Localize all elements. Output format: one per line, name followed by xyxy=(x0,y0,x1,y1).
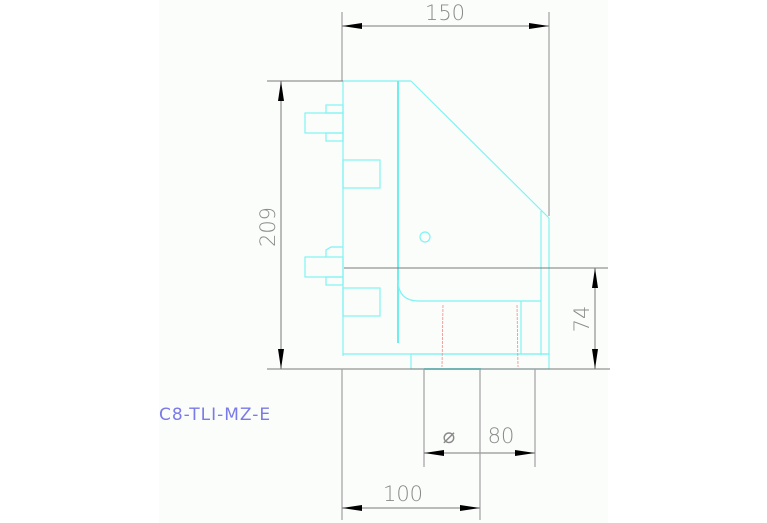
dim-text-209: 209 xyxy=(256,207,280,247)
dimension-width-150: 150 xyxy=(341,1,550,216)
arrow-up-icon xyxy=(278,81,284,101)
part-outline xyxy=(304,80,550,370)
arrow-left-icon xyxy=(342,505,362,511)
dim-text-80: 80 xyxy=(488,424,515,448)
arrow-down-icon xyxy=(592,349,598,369)
diameter-symbol-icon: ⌀ xyxy=(443,424,456,448)
arrow-down-icon xyxy=(278,349,284,369)
part-number-label: C8-TLI-MZ-E xyxy=(159,405,271,425)
dimension-height-74: 74 xyxy=(344,267,608,369)
dim-text-100: 100 xyxy=(383,482,423,506)
arrow-left-icon xyxy=(342,23,362,29)
dimension-diameter-80: ⌀ 80 xyxy=(423,369,536,467)
dim-text-150: 150 xyxy=(425,1,465,25)
mounting-hole xyxy=(419,231,431,243)
arrow-up-icon xyxy=(592,268,598,288)
dim-text-74: 74 xyxy=(570,306,594,333)
drawing-sheet xyxy=(159,0,608,523)
arrow-right-icon xyxy=(529,23,549,29)
arrow-right-icon xyxy=(515,450,535,456)
arrow-left-icon xyxy=(424,450,444,456)
dimension-height-209: 209 xyxy=(256,80,610,370)
dimension-offset-100: 100 xyxy=(341,369,481,520)
arrow-right-icon xyxy=(460,505,480,511)
